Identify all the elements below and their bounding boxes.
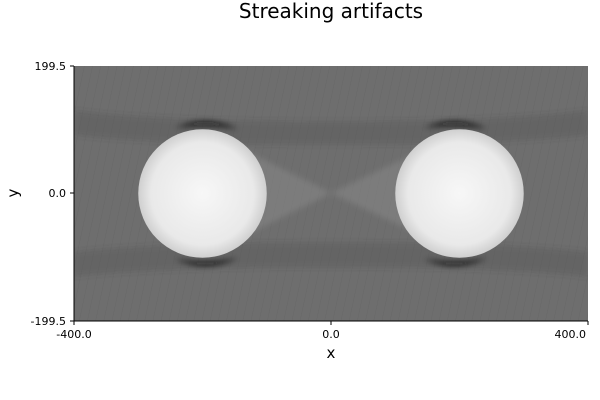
y-tick-label: 199.5 — [35, 60, 67, 73]
crescents — [175, 121, 487, 266]
x-tick-label: -400.0 — [56, 328, 91, 341]
disk-right — [395, 129, 524, 258]
plot-area — [74, 66, 588, 321]
crescent-right-top — [424, 121, 487, 129]
x-tick-label: 0.0 — [322, 328, 340, 341]
disk-left — [138, 129, 267, 258]
crescent-left-bottom — [175, 258, 238, 266]
x-tick-label: 400.0 — [555, 328, 587, 341]
x-axis-label: x — [327, 344, 336, 362]
crescent-left-top — [175, 121, 238, 129]
y-axis-label: y — [4, 188, 22, 197]
x-ticks: -400.0 0.0 400.0 — [56, 321, 589, 341]
disks — [138, 129, 524, 258]
y-tick-label: -199.5 — [31, 315, 66, 328]
crescent-right-bottom — [424, 258, 487, 266]
y-ticks: 199.5 0.0 -199.5 — [31, 60, 74, 328]
y-tick-label: 0.0 — [49, 187, 67, 200]
chart-title: Streaking artifacts — [239, 0, 423, 23]
